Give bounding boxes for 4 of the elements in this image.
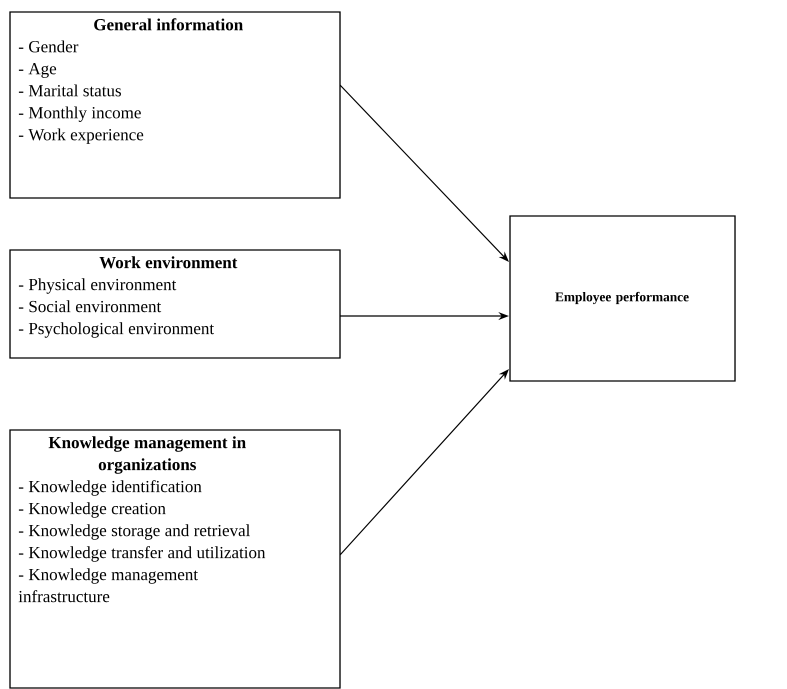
box: Work environment - Physical environment - Social environment - Psychological environment (9, 249, 341, 359)
box: General information - Gender - Age - Marital status - Monthly income - Work experience (9, 11, 341, 199)
outcome-box: Employee performance (509, 215, 736, 382)
box: Knowledge management in organizations - Knowledge identification - Knowledge creation - Knowledge storage and retrieval - Knowledge transfer and utilization - Knowledge management infrastructure (9, 429, 341, 689)
